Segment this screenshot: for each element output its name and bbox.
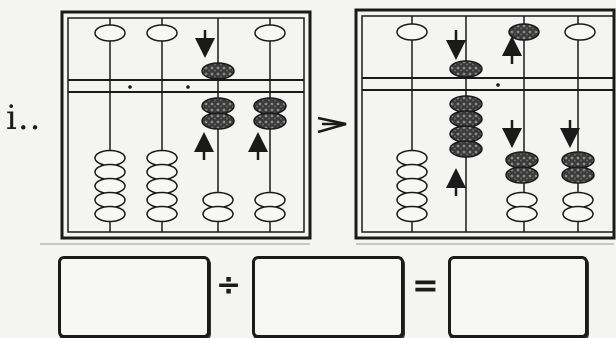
answer-box-dividend[interactable] xyxy=(58,256,210,338)
bead-active xyxy=(201,97,235,115)
bead xyxy=(94,24,126,42)
divide-sign: ÷ xyxy=(216,268,242,303)
equals-sign: = xyxy=(412,266,439,304)
move-arrows xyxy=(194,30,268,160)
bead-active xyxy=(449,60,483,78)
bead xyxy=(396,149,428,167)
answer-box-divisor[interactable] xyxy=(252,256,404,338)
bead xyxy=(94,205,126,223)
exercise-label: i.. xyxy=(6,98,42,138)
bead xyxy=(562,191,594,209)
bead xyxy=(506,191,538,209)
abacus-before-frame xyxy=(60,10,312,240)
bead xyxy=(94,177,126,195)
bead xyxy=(94,163,126,181)
bead xyxy=(562,205,594,223)
bead-active xyxy=(449,110,483,128)
bead xyxy=(396,191,428,209)
bead xyxy=(254,205,286,223)
bead-active xyxy=(449,125,483,143)
bead xyxy=(202,205,234,223)
transform-arrow-icon xyxy=(317,116,347,134)
abacus-before xyxy=(60,10,312,240)
bead xyxy=(146,177,178,195)
bead-active xyxy=(449,140,483,158)
bead xyxy=(564,23,596,41)
bead xyxy=(506,205,538,223)
bead xyxy=(254,191,286,209)
bead-active xyxy=(561,166,595,184)
answer-box-quotient[interactable] xyxy=(448,256,588,338)
bead xyxy=(396,205,428,223)
bead xyxy=(396,177,428,195)
abacus-after xyxy=(354,8,616,240)
bead-active xyxy=(253,97,287,115)
bead-active xyxy=(201,112,235,130)
bead xyxy=(396,23,428,41)
bead xyxy=(94,191,126,209)
bead-active xyxy=(253,112,287,130)
bead xyxy=(396,163,428,181)
bead xyxy=(146,24,178,42)
bead-active xyxy=(505,166,539,184)
move-arrows xyxy=(446,30,580,196)
bead xyxy=(146,205,178,223)
bead xyxy=(146,163,178,181)
bead-active xyxy=(508,23,540,41)
bead xyxy=(254,24,286,42)
bead xyxy=(202,191,234,209)
bead xyxy=(146,149,178,167)
bead-active xyxy=(449,95,483,113)
bead-active xyxy=(561,151,595,169)
bead xyxy=(94,149,126,167)
bead xyxy=(146,191,178,209)
bead-active xyxy=(201,62,235,80)
bead-active xyxy=(505,151,539,169)
